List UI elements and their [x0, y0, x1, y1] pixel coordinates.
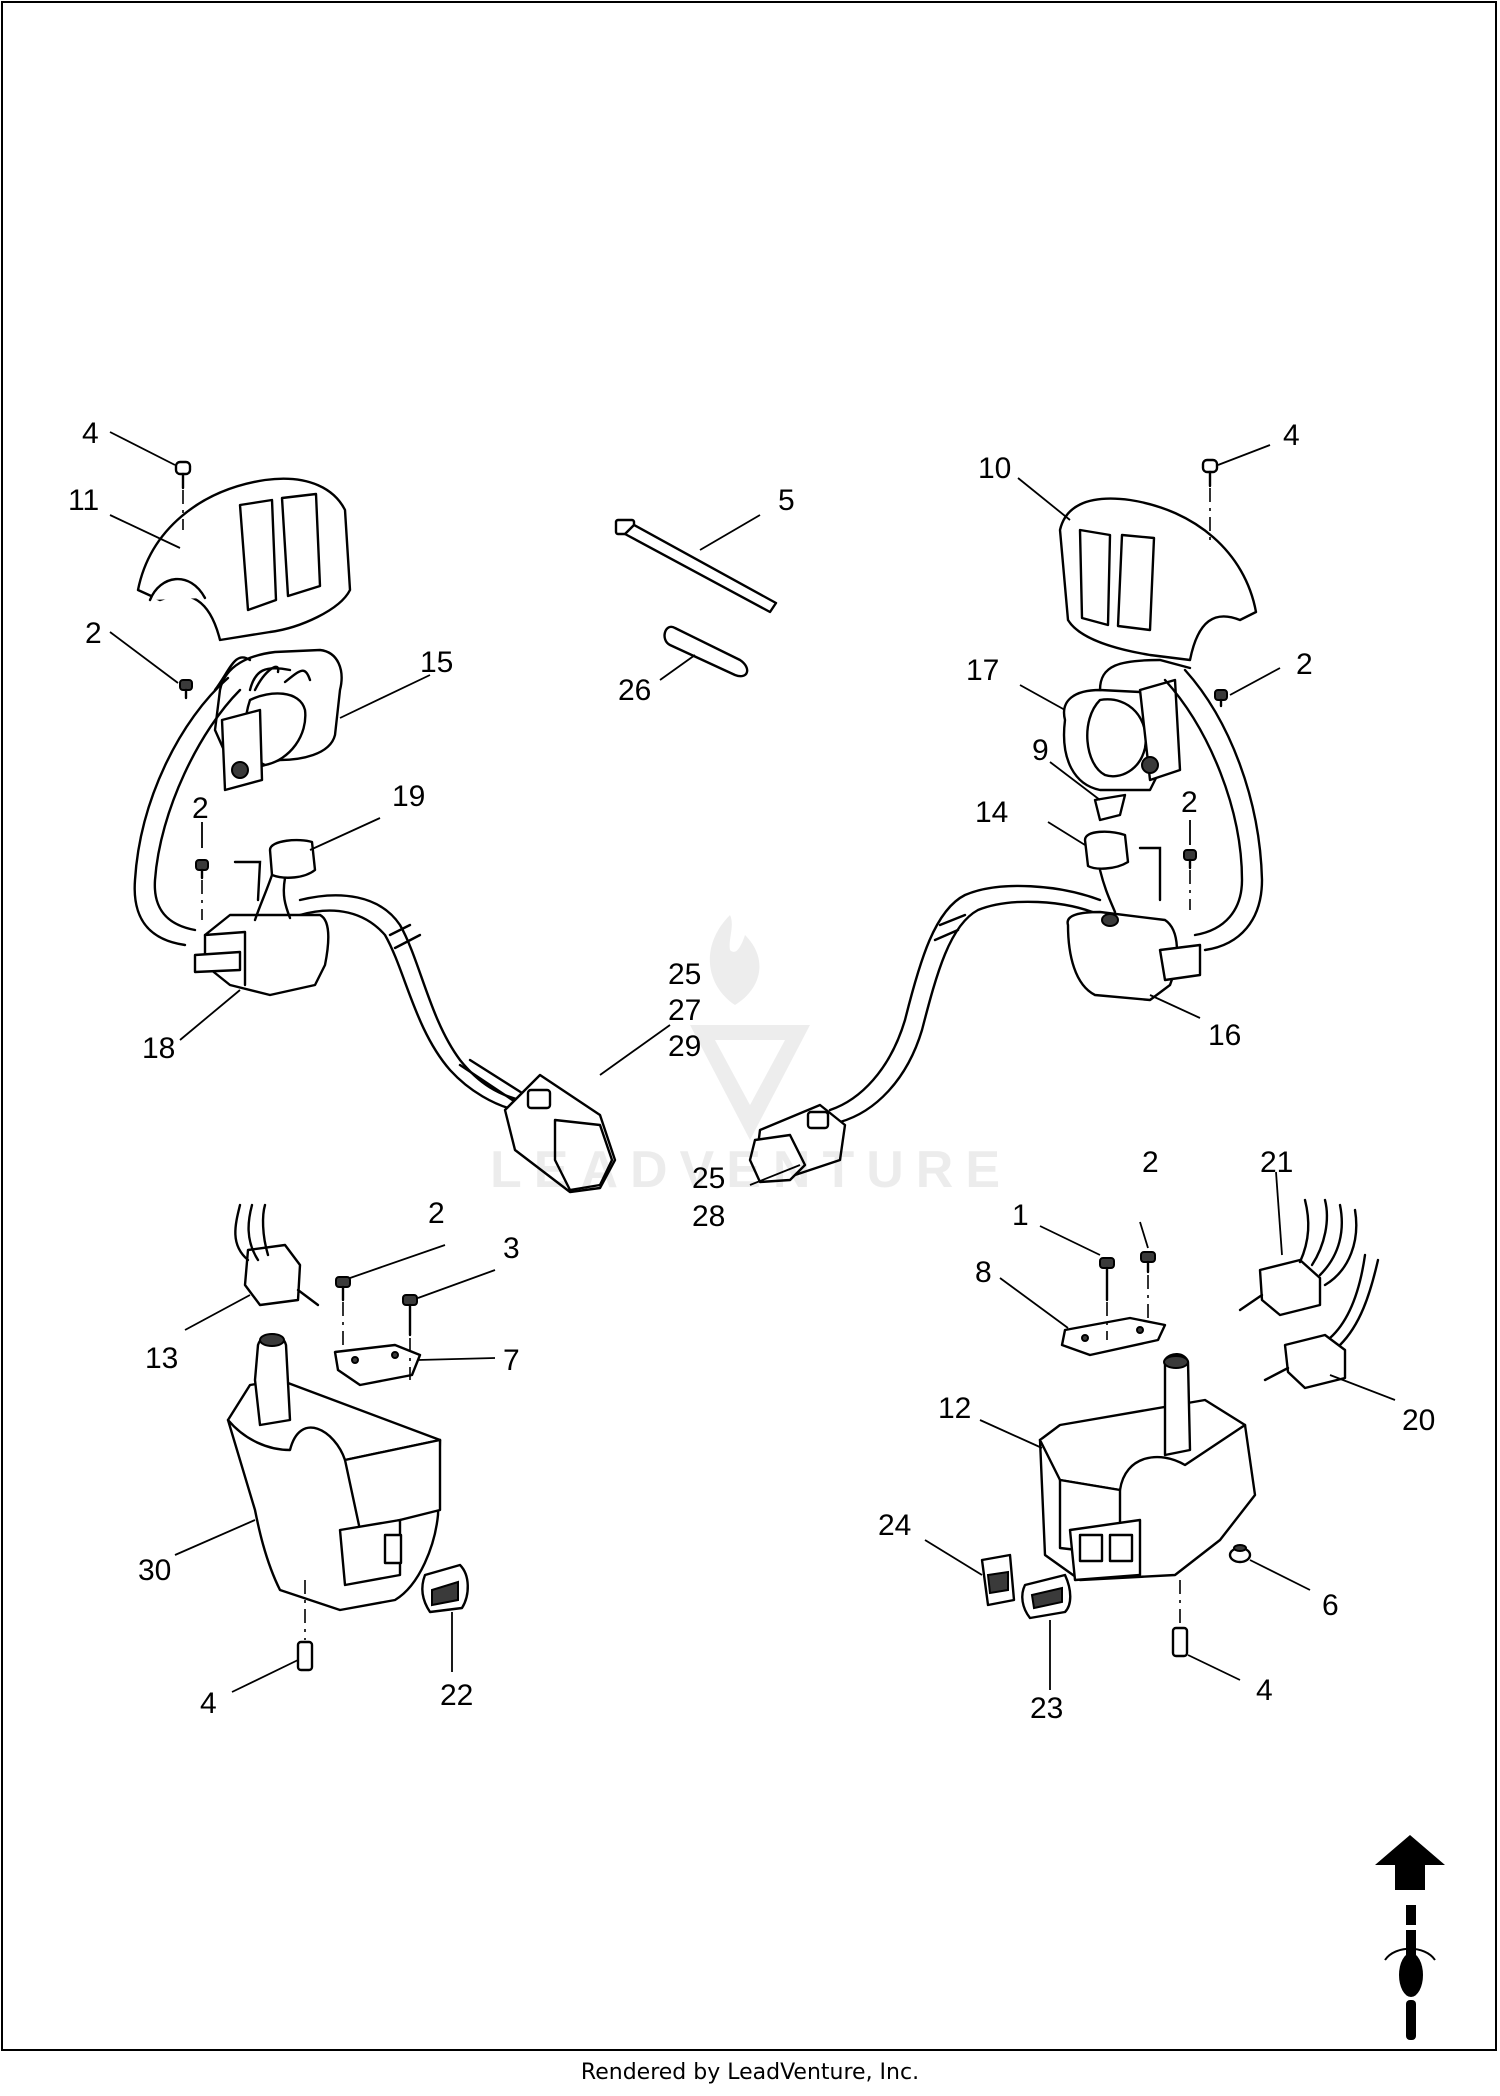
sleeve [663, 625, 749, 678]
callout-labels: 4 11 2 15 2 19 18 5 26 25 27 29 25 28 4 … [68, 417, 1435, 1725]
right-switch-14 [1083, 830, 1162, 914]
callout-2-right-upper: 2 [1296, 648, 1313, 681]
callout-2-left-upper: 2 [85, 617, 102, 650]
callout-22: 22 [440, 1679, 473, 1712]
screw-1 [1099, 1257, 1115, 1340]
screw-3 [402, 1294, 418, 1380]
callout-4-bottom-right: 4 [1256, 1674, 1273, 1707]
callout-2-lower-right: 2 [1142, 1146, 1159, 1179]
callout-25-a: 25 [668, 958, 701, 991]
callout-28: 28 [692, 1200, 725, 1233]
callout-7: 7 [503, 1344, 520, 1377]
left-switch-cover [136, 477, 352, 642]
callout-27: 27 [668, 994, 701, 1027]
callout-17: 17 [966, 654, 999, 687]
callout-11: 11 [68, 484, 99, 517]
footer-credit: Rendered by LeadVenture, Inc. [580, 2060, 920, 2085]
watermark-logo [690, 915, 810, 1140]
callout-29: 29 [668, 1030, 701, 1063]
screw-4-top-left [174, 460, 192, 530]
right-mount-plate-8 [1060, 1316, 1167, 1357]
cable-tie [614, 518, 778, 614]
right-lower-housing [1038, 1353, 1257, 1582]
callout-2-left-mid: 2 [192, 792, 209, 825]
left-connector [458, 1058, 617, 1194]
right-upper-switch [1062, 658, 1192, 792]
callout-3: 3 [503, 1232, 520, 1265]
callout-16: 16 [1208, 1019, 1241, 1052]
left-lower-switch [193, 913, 330, 997]
button-cap-24 [980, 1553, 1016, 1607]
screw-4-bottom-right [1171, 1580, 1189, 1658]
screw-2-left-mid [195, 859, 209, 920]
screw-2-lower-right [1140, 1251, 1156, 1320]
right-clip-9 [1093, 793, 1127, 822]
callout-26: 26 [618, 674, 651, 707]
callout-4-top-left: 4 [82, 417, 99, 450]
callout-21: 21 [1260, 1146, 1293, 1179]
right-harness [828, 668, 1264, 1124]
left-harness [133, 667, 522, 1112]
callout-4-bottom-left: 4 [200, 1687, 217, 1720]
callout-25-b: 25 [692, 1162, 725, 1195]
callout-30: 30 [138, 1554, 171, 1587]
callout-2-right-mid: 2 [1181, 786, 1198, 819]
left-switch-13 [234, 1203, 320, 1307]
screw-4-top-right [1201, 458, 1219, 540]
screw-2-lower-left [335, 1276, 351, 1350]
screw-2-right-mid [1183, 849, 1197, 910]
right-switch-cover [1058, 497, 1258, 662]
callout-5: 5 [778, 484, 795, 517]
callout-15: 15 [420, 646, 453, 679]
button-cap-23 [1021, 1573, 1072, 1620]
callout-4-top-right: 4 [1283, 419, 1300, 452]
diagram-frame [1, 1, 1497, 2051]
right-switch-21 [1238, 1198, 1358, 1317]
left-lower-housing [226, 1333, 442, 1612]
left-switch-19 [233, 838, 317, 922]
callout-2-lower-left: 2 [428, 1197, 445, 1230]
right-switch-20 [1263, 1253, 1380, 1390]
callout-10: 10 [978, 452, 1011, 485]
plug-6 [1228, 1544, 1252, 1564]
button-cap-22 [421, 1563, 469, 1614]
watermark-text: LEADVENTURE [490, 1141, 1013, 1199]
callout-8: 8 [975, 1256, 992, 1289]
callout-24: 24 [878, 1509, 911, 1542]
callout-12: 12 [938, 1392, 971, 1425]
right-connector [748, 1103, 847, 1184]
left-upper-switch [213, 648, 343, 792]
callout-14: 14 [975, 796, 1008, 829]
callout-1: 1 [1012, 1199, 1029, 1232]
callout-6: 6 [1322, 1589, 1339, 1622]
callout-18: 18 [142, 1032, 175, 1065]
direction-arrow-icon [1375, 1835, 1445, 2040]
right-lower-switch [1066, 910, 1202, 1002]
screw-2-right-upper [1214, 689, 1228, 708]
callout-19: 19 [392, 780, 425, 813]
screw-2-left-upper [179, 679, 193, 700]
callout-13: 13 [145, 1342, 178, 1375]
screw-4-bottom-left [296, 1580, 314, 1672]
callout-23: 23 [1030, 1692, 1063, 1725]
callout-9: 9 [1032, 734, 1049, 767]
left-mount-plate-7 [333, 1343, 422, 1387]
leader-lines [109, 431, 1396, 1693]
callout-20: 20 [1402, 1404, 1435, 1437]
